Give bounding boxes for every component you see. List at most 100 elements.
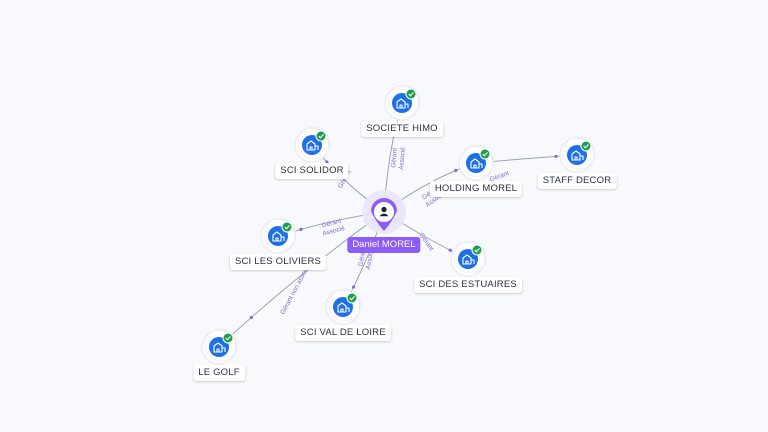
building-icon-door — [465, 260, 469, 264]
edge-label: Gérant — [390, 147, 399, 168]
company-node-sci-des-estuaires[interactable] — [450, 240, 487, 277]
verified-badge-bg — [479, 148, 491, 160]
edge-arrow-marker — [299, 227, 303, 231]
building-icon — [470, 158, 483, 169]
company-node-ring — [387, 84, 421, 118]
company-label-staff-decor[interactable]: STAFF DECOR — [537, 173, 617, 189]
building-icon-shape — [272, 231, 282, 242]
building-icon — [213, 342, 226, 353]
company-label-holding-morel[interactable]: HOLDING MOREL — [429, 181, 523, 197]
company-label-sci-les-oliviers[interactable]: SCI LES OLIVIERS — [229, 254, 327, 270]
check-mark — [482, 152, 488, 157]
company-node-ring — [297, 126, 331, 160]
company-node-le-golf[interactable] — [201, 328, 238, 365]
company-node-ring — [263, 217, 297, 251]
company-node-ring — [461, 144, 495, 178]
building-icon-annex — [479, 163, 483, 168]
person-label[interactable]: Daniel MOREL — [347, 237, 421, 253]
verified-badge-bg — [222, 332, 234, 344]
verified-check-icon — [281, 221, 293, 233]
check-mark — [225, 336, 231, 341]
building-icon-shape — [337, 302, 347, 313]
verified-badge-bg — [580, 140, 592, 152]
building-icon-door — [309, 146, 313, 150]
building-icon-door — [473, 164, 477, 168]
verified-check-icon — [222, 332, 234, 344]
verified-badge-bg — [315, 130, 327, 142]
building-icon-annex — [405, 103, 409, 108]
company-node-ring — [204, 328, 238, 362]
company-node-societe-himo[interactable] — [384, 84, 421, 121]
building-icon-door — [340, 308, 344, 312]
verified-check-icon — [405, 88, 417, 100]
edge-arrow-marker — [351, 285, 356, 289]
verified-badge-bg — [405, 88, 417, 100]
company-node-ring — [328, 288, 362, 322]
verified-check-icon — [471, 244, 483, 256]
building-icon-shape — [571, 150, 581, 161]
verified-check-icon — [580, 140, 592, 152]
company-node-sci-les-oliviers[interactable] — [260, 217, 297, 254]
building-icon — [462, 254, 475, 265]
edge-arrow-marker — [448, 248, 452, 252]
check-mark — [583, 144, 589, 149]
building-icon-annex — [281, 236, 285, 241]
verified-check-icon — [315, 130, 327, 142]
building-icon-shape — [396, 98, 406, 109]
building-icon — [396, 98, 409, 109]
company-label-le-golf[interactable]: LE GOLF — [193, 365, 245, 381]
company-node-holding-morel[interactable] — [458, 144, 495, 181]
building-icon — [337, 302, 350, 313]
building-icon — [571, 150, 584, 161]
company-label-societe-himo[interactable]: SOCIETE HIMO — [361, 121, 443, 137]
company-label-sci-solidor[interactable]: SCI SOLIDOR — [275, 163, 349, 179]
company-node-ring — [453, 240, 487, 274]
building-icon-shape — [462, 254, 472, 265]
verified-badge-bg — [281, 221, 293, 233]
company-label-sci-des-estuaires[interactable]: SCI DES ESTUAIRES — [414, 277, 522, 293]
check-mark — [349, 296, 355, 301]
edge-le-golf[interactable] — [218, 211, 385, 348]
company-label-sci-val-de-loire[interactable]: SCI VAL DE LOIRE — [295, 325, 391, 341]
edge-arrow-marker — [325, 160, 329, 164]
building-icon-shape — [306, 140, 316, 151]
check-mark — [318, 134, 324, 139]
edge-arrow-marker — [454, 168, 458, 173]
building-icon-door — [399, 104, 403, 108]
edge-arrow-marker — [554, 154, 558, 159]
verified-check-icon — [479, 148, 491, 160]
nodes-layer — [201, 84, 596, 365]
person-node[interactable] — [362, 190, 406, 234]
building-icon-door — [574, 156, 578, 160]
building-icon — [306, 140, 319, 151]
building-icon-door — [275, 237, 279, 241]
building-icon-door — [216, 348, 220, 352]
verified-check-icon — [346, 292, 358, 304]
building-icon — [272, 231, 285, 242]
building-icon-shape — [213, 342, 223, 353]
building-icon-annex — [315, 145, 319, 150]
verified-badge-bg — [471, 244, 483, 256]
company-node-staff-decor[interactable] — [559, 136, 596, 173]
building-icon-annex — [471, 259, 475, 264]
user-icon-body — [379, 213, 389, 217]
company-node-sci-solidor[interactable] — [294, 126, 331, 163]
edge-arrow-marker — [249, 315, 253, 320]
check-mark — [474, 248, 480, 253]
check-mark — [284, 225, 290, 230]
user-icon — [379, 206, 389, 217]
verified-badge-bg — [346, 292, 358, 304]
user-icon-head — [381, 206, 387, 213]
edge-label: Gérant — [357, 246, 367, 267]
company-node-sci-val-de-loire[interactable] — [325, 288, 362, 325]
check-mark — [408, 92, 414, 97]
building-icon-shape — [470, 158, 480, 169]
building-icon-annex — [222, 347, 226, 352]
building-icon-annex — [346, 307, 350, 312]
edge-label: Associé — [398, 147, 407, 171]
company-node-ring — [562, 136, 596, 170]
edge-label: Gérant — [321, 218, 342, 230]
